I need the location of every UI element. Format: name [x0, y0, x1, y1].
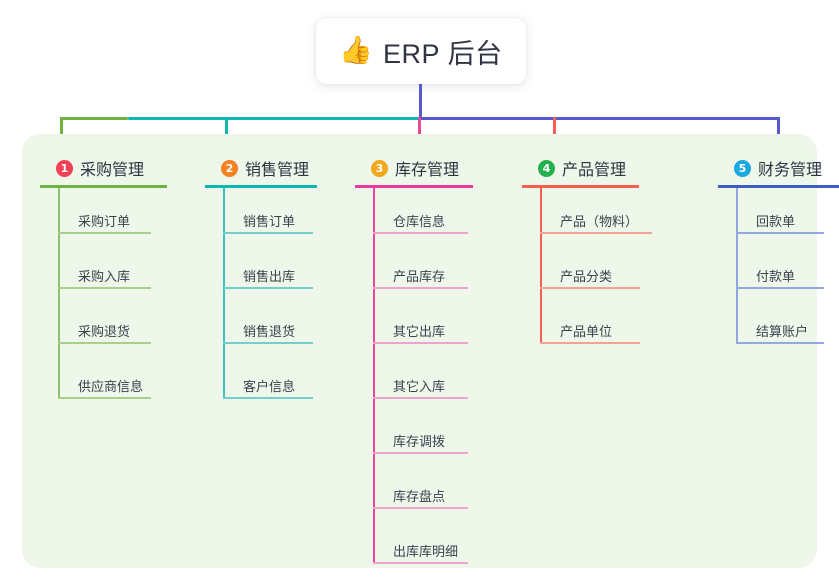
- column-header-rule-2: [205, 185, 317, 188]
- leaf-item-label: 其它出库: [393, 324, 446, 339]
- leaf-item-rule: [373, 452, 468, 454]
- column-badge-2: 2: [221, 159, 238, 177]
- column-title-5: 财务管理: [758, 162, 823, 179]
- column-header-1[interactable]: 1 采购管理: [40, 148, 167, 188]
- leaf-item-label: 采购入库: [78, 269, 131, 284]
- thumbs-up-icon: 👍: [339, 34, 374, 65]
- leaf-item-label: 其它入库: [393, 379, 446, 394]
- leaf-item-label: 回款单: [756, 214, 796, 229]
- leaf-item-rule: [373, 562, 468, 564]
- leaf-item-label: 销售订单: [243, 214, 296, 229]
- leaf-item-label: 销售出库: [243, 269, 296, 284]
- leaf-item-rule: [223, 287, 313, 289]
- connector-bus-green: [60, 117, 128, 120]
- connector-root-stem: [419, 84, 422, 119]
- leaf-item-rule: [736, 232, 824, 234]
- leaf-item-rule: [58, 232, 151, 234]
- leaf-item-rule: [373, 232, 468, 234]
- connector-bus-teal: [128, 117, 420, 120]
- column-badge-4: 4: [538, 159, 555, 177]
- leaf-item-label: 产品分类: [560, 269, 613, 284]
- column-badge-3: 3: [371, 159, 388, 177]
- column-title-3: 库存管理: [395, 162, 460, 179]
- column-badge-1: 1: [56, 159, 73, 177]
- leaf-item-label: 采购订单: [78, 214, 131, 229]
- leaf-item-rule: [540, 232, 652, 234]
- leaf-item-rule: [223, 397, 313, 399]
- leaf-item-label: 采购退货: [78, 324, 131, 339]
- column-header-2[interactable]: 2 销售管理: [205, 148, 317, 188]
- column-spine-2: [223, 188, 225, 399]
- leaf-item-label: 出库库明细: [393, 544, 459, 559]
- column-spine-5: [736, 188, 738, 344]
- column-header-5[interactable]: 5 财务管理: [718, 148, 839, 188]
- column-header-3[interactable]: 3 库存管理: [355, 148, 473, 188]
- connector-bus-blue: [418, 117, 780, 120]
- leaf-item-label: 供应商信息: [78, 379, 144, 394]
- leaf-item-rule: [223, 232, 313, 234]
- column-header-rule-1: [40, 185, 167, 188]
- diagram-panel: 1 采购管理采购订单采购入库采购退货供应商信息 2 销售管理销售订单销售出库销售退货客…: [22, 134, 839, 568]
- leaf-item-label: 仓库信息: [393, 214, 446, 229]
- root-node-card[interactable]: 👍 ERP 后台: [316, 18, 526, 84]
- leaf-item-rule: [58, 397, 151, 399]
- leaf-item-rule: [540, 342, 640, 344]
- leaf-item-rule: [373, 287, 468, 289]
- column-title-4: 产品管理: [562, 162, 627, 179]
- column-title-2: 销售管理: [245, 162, 310, 179]
- leaf-item-label: 产品（物料）: [560, 214, 639, 229]
- leaf-item-label: 库存盘点: [393, 489, 446, 504]
- column-title-1: 采购管理: [80, 162, 145, 179]
- leaf-item-label: 付款单: [756, 269, 796, 284]
- column-header-4[interactable]: 4 产品管理: [522, 148, 639, 188]
- leaf-item-label: 库存调拨: [393, 434, 446, 449]
- leaf-item-rule: [540, 287, 640, 289]
- leaf-item-label: 产品单位: [560, 324, 613, 339]
- column-header-rule-3: [355, 185, 473, 188]
- leaf-item-rule: [58, 342, 151, 344]
- leaf-item-rule: [58, 287, 151, 289]
- leaf-item-label: 产品库存: [393, 269, 446, 284]
- column-spine-1: [58, 188, 60, 399]
- leaf-item-rule: [373, 397, 468, 399]
- column-badge-5: 5: [734, 159, 751, 177]
- column-spine-3: [373, 188, 375, 564]
- leaf-item-rule: [373, 507, 468, 509]
- leaf-item-rule: [373, 342, 468, 344]
- leaf-item-rule: [223, 342, 313, 344]
- leaf-item-rule: [736, 287, 824, 289]
- leaf-item-label: 客户信息: [243, 379, 296, 394]
- leaf-item-label: 结算账户: [756, 324, 809, 339]
- leaf-item-rule: [736, 342, 824, 344]
- column-header-rule-5: [718, 185, 839, 188]
- column-header-rule-4: [522, 185, 639, 188]
- leaf-item-label: 销售退货: [243, 324, 296, 339]
- column-spine-4: [540, 188, 542, 344]
- root-node-title: ERP 后台: [383, 38, 503, 69]
